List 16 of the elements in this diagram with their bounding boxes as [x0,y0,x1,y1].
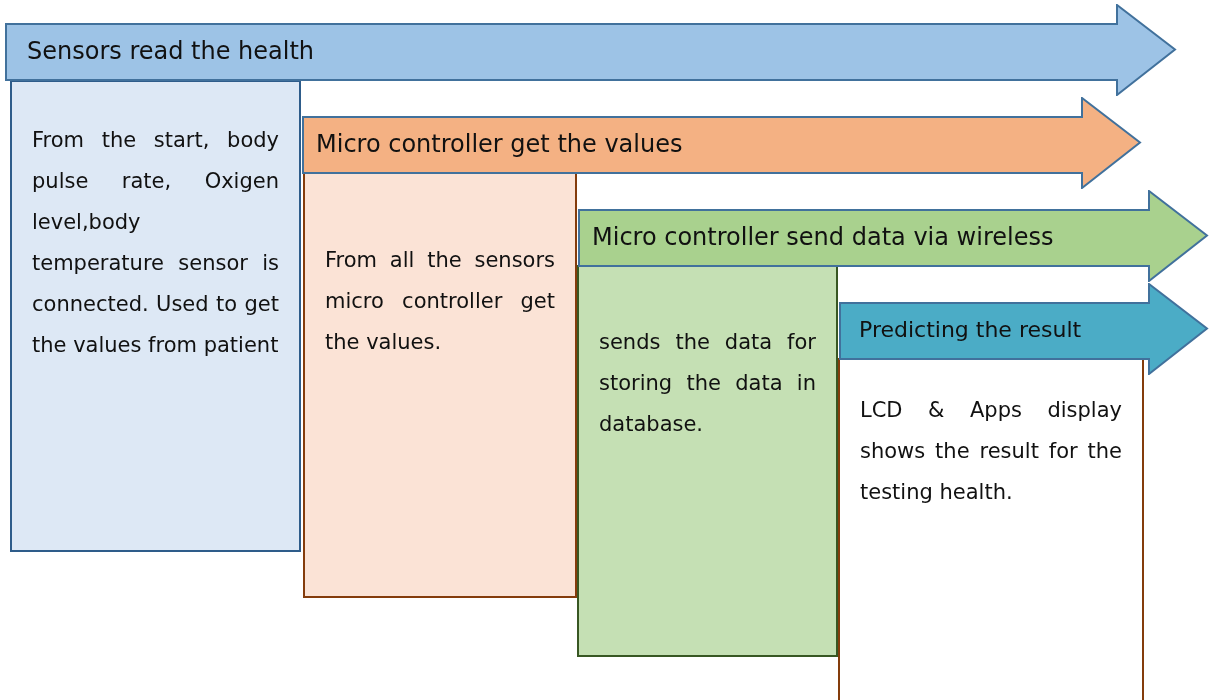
stage-heading: Predicting the result [859,317,1082,343]
description-text: From all the sensors micro controller get the values. [325,247,555,356]
text-box [303,172,577,598]
arrow-banner [578,190,1209,282]
text-box [838,358,1144,700]
stage-heading: Micro controller get the values [316,130,683,159]
text-box [577,265,838,657]
text-box [10,80,301,552]
stage-heading: Micro controller send data via wireless [592,223,1054,252]
stage-heading: Sensors read the health [27,37,315,66]
arrow-banner [302,97,1142,189]
description-text: sends the data for storing the data in database. [599,329,816,438]
arrow-banner [5,4,1177,96]
description-text: From the start, body pulse rate, Oxigen level,body temperature sensor is connected. Used to get the values from patient [32,127,279,359]
arrow-banner [839,283,1209,375]
description-text: LCD & Apps display shows the result for the testing health. [860,397,1122,506]
